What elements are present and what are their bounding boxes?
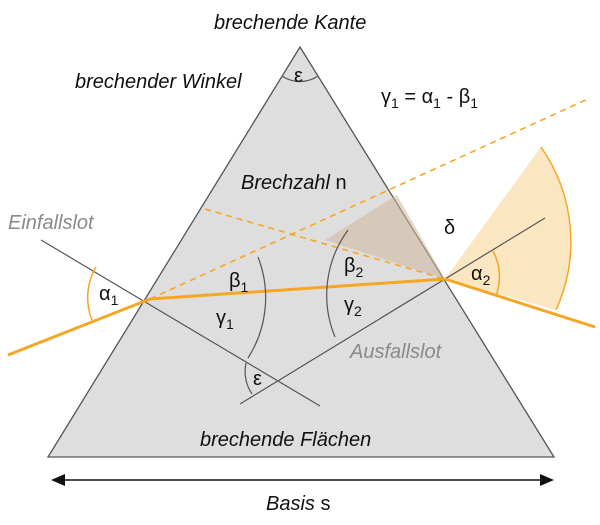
deviation-inside-fill	[325, 195, 445, 279]
entry-normal-line	[40, 239, 321, 407]
incident-ray-extension	[149, 97, 591, 300]
deviation-arc	[540, 146, 572, 311]
apex-epsilon: ε	[294, 65, 303, 87]
base-arrow-left-head	[51, 474, 65, 486]
alpha2-arc	[492, 250, 501, 297]
epsilon-bottom-arc	[244, 362, 253, 395]
gamma2-label: γ2	[344, 294, 362, 319]
alpha1-label: α1	[99, 283, 119, 308]
faces-label: brechende Flächen	[200, 429, 371, 451]
ausfallslot-label: Ausfallslot	[349, 341, 443, 363]
einfallslot-label: Einfallslot	[8, 212, 95, 234]
exit-normal-line	[239, 217, 546, 405]
beta1-gamma1-arc	[247, 256, 267, 359]
base-arrow-right-head	[540, 474, 554, 486]
alpha1-arc	[86, 266, 97, 321]
refraction-index-label: Brechzahl n	[241, 172, 347, 194]
epsilon-bottom-label: ε	[253, 368, 262, 390]
top-edge-label: brechende Kante	[214, 12, 366, 34]
beta1-label: β1	[229, 270, 249, 295]
beta2-label: β2	[344, 255, 364, 280]
deviation-angle-fill	[445, 147, 571, 310]
alpha2-label: α2	[471, 263, 491, 288]
light-ray	[7, 277, 596, 357]
apex-angle-arc	[281, 75, 319, 83]
exit-ray-extension	[204, 208, 446, 280]
basis-label: Basis s	[266, 493, 330, 515]
beta2-gamma2-arc	[326, 229, 349, 338]
gamma1-label: γ1	[216, 307, 234, 332]
formula: γ1 = α1 - β1	[381, 86, 478, 111]
apex-angle-label: brechender Winkel	[75, 71, 242, 93]
delta-label: δ	[444, 217, 455, 239]
